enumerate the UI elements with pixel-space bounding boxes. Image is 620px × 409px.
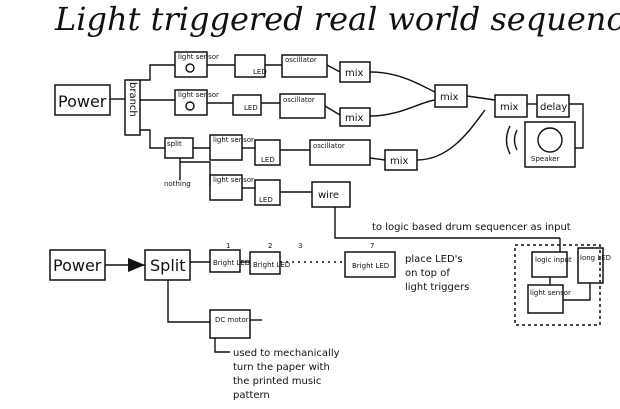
eye-icon (185, 63, 195, 73)
led-box-3 (254, 139, 281, 166)
arrow-icon (128, 258, 145, 272)
oscillator-label-3: oscillator (313, 142, 345, 150)
mix-label-5: mix (500, 102, 519, 113)
mix-label-2: mix (345, 113, 364, 124)
drum-sequencer-note: to logic based drum sequencer as input (372, 222, 571, 233)
led-label-4: LED (259, 196, 273, 204)
long-led-label: long LED (580, 254, 611, 262)
sound-wave-icon (513, 129, 518, 151)
diagram-title: Light triggered real world sequencer (54, 0, 620, 38)
mix-label-4: mix (440, 92, 459, 103)
motor-note-line-4: pattern (233, 390, 270, 401)
light-sensor-label-2: light sensor (178, 91, 219, 99)
delay-to-speaker-line (569, 103, 584, 149)
light-sensor-label-3: light sensor (213, 136, 254, 144)
bright-led-label-2: Bright LED (253, 261, 290, 269)
led-label-1: LED (253, 68, 267, 76)
place-note-line-1: place LED's (405, 254, 463, 265)
dc-motor-label: DC motor (215, 316, 249, 324)
place-note-line-3: light triggers (405, 282, 469, 293)
bright-led-box-1 (209, 249, 241, 273)
bright-led-label-7: Bright LED (352, 262, 389, 270)
led-box-2 (232, 94, 262, 116)
bright-led-box-7 (344, 251, 396, 278)
branch-label: branch (127, 82, 138, 117)
light-sensor-label-4: light sensor (213, 176, 254, 184)
delay-box (536, 94, 570, 118)
wire-box (311, 181, 351, 208)
osc-to-mix-line-1 (326, 64, 341, 73)
nothing-label: nothing (164, 180, 191, 188)
mix3-to-mix5-line (416, 109, 486, 161)
oscillator-label-1: oscillator (285, 56, 317, 64)
mix4-to-mix5-line (466, 95, 496, 101)
led-count-1: 1 (226, 242, 230, 250)
oscillator-box-1 (281, 54, 328, 78)
split-label-top: split (167, 140, 182, 148)
split-label-bottom: Split (150, 256, 185, 275)
delay-label: delay (540, 102, 567, 113)
place-note-line-2: on top of (405, 268, 450, 279)
wire-to-drum-line (334, 207, 560, 239)
led-label-3: LED (261, 156, 275, 164)
dc-motor-box (209, 309, 251, 339)
mix-box-5 (494, 94, 528, 118)
mix-label-1: mix (345, 68, 364, 79)
motor-note-line-2: turn the paper with (233, 362, 330, 373)
mix-box-2 (339, 107, 371, 127)
split-to-motor-line (167, 280, 210, 323)
motor-note-line-3: the printed music (233, 376, 321, 387)
motor-to-note-line (214, 338, 230, 353)
branch-line-3 (140, 129, 165, 149)
light-sensor-label-1: light sensor (178, 53, 219, 61)
power-label-bottom: Power (53, 256, 102, 275)
eye-icon (185, 101, 195, 111)
power-label: Power (58, 92, 107, 111)
speaker-box (524, 121, 576, 168)
oscillator-label-2: oscillator (283, 96, 315, 104)
light-sensor-label-bottom: light sensor (530, 289, 571, 297)
mix2-to-mix4-line (369, 99, 436, 117)
oscillator-box-3 (309, 139, 371, 166)
osc-to-mix-line-2 (324, 105, 341, 116)
bright-led-label-1: Bright LED (213, 259, 250, 267)
led-count-3: 3 (298, 242, 302, 250)
led-box-1 (234, 54, 266, 78)
speaker-cone-icon (537, 127, 563, 153)
branch-line-1 (140, 64, 175, 81)
led-label-2: LED (244, 104, 258, 112)
mix1-to-mix4-line (369, 71, 436, 93)
mix-label-3: mix (390, 156, 409, 167)
branch-box (124, 79, 141, 136)
osc-to-mix-line-3 (369, 157, 386, 161)
logic-module-dashed-box (514, 244, 601, 326)
sound-wave-icon (505, 125, 511, 155)
motor-note-line-1: used to mechanically (233, 348, 340, 359)
sensor-to-long-led-line (563, 283, 591, 301)
led-count-7: 7 (370, 242, 374, 250)
bright-led-box-2 (249, 251, 281, 275)
light-sensor-box-bottom (527, 284, 564, 314)
wire-label: wire (318, 190, 339, 201)
power-box (54, 84, 111, 116)
led-count-2: 2 (268, 242, 272, 250)
speaker-label: Speaker (531, 155, 560, 163)
logic-input-label: logic input (535, 256, 572, 264)
